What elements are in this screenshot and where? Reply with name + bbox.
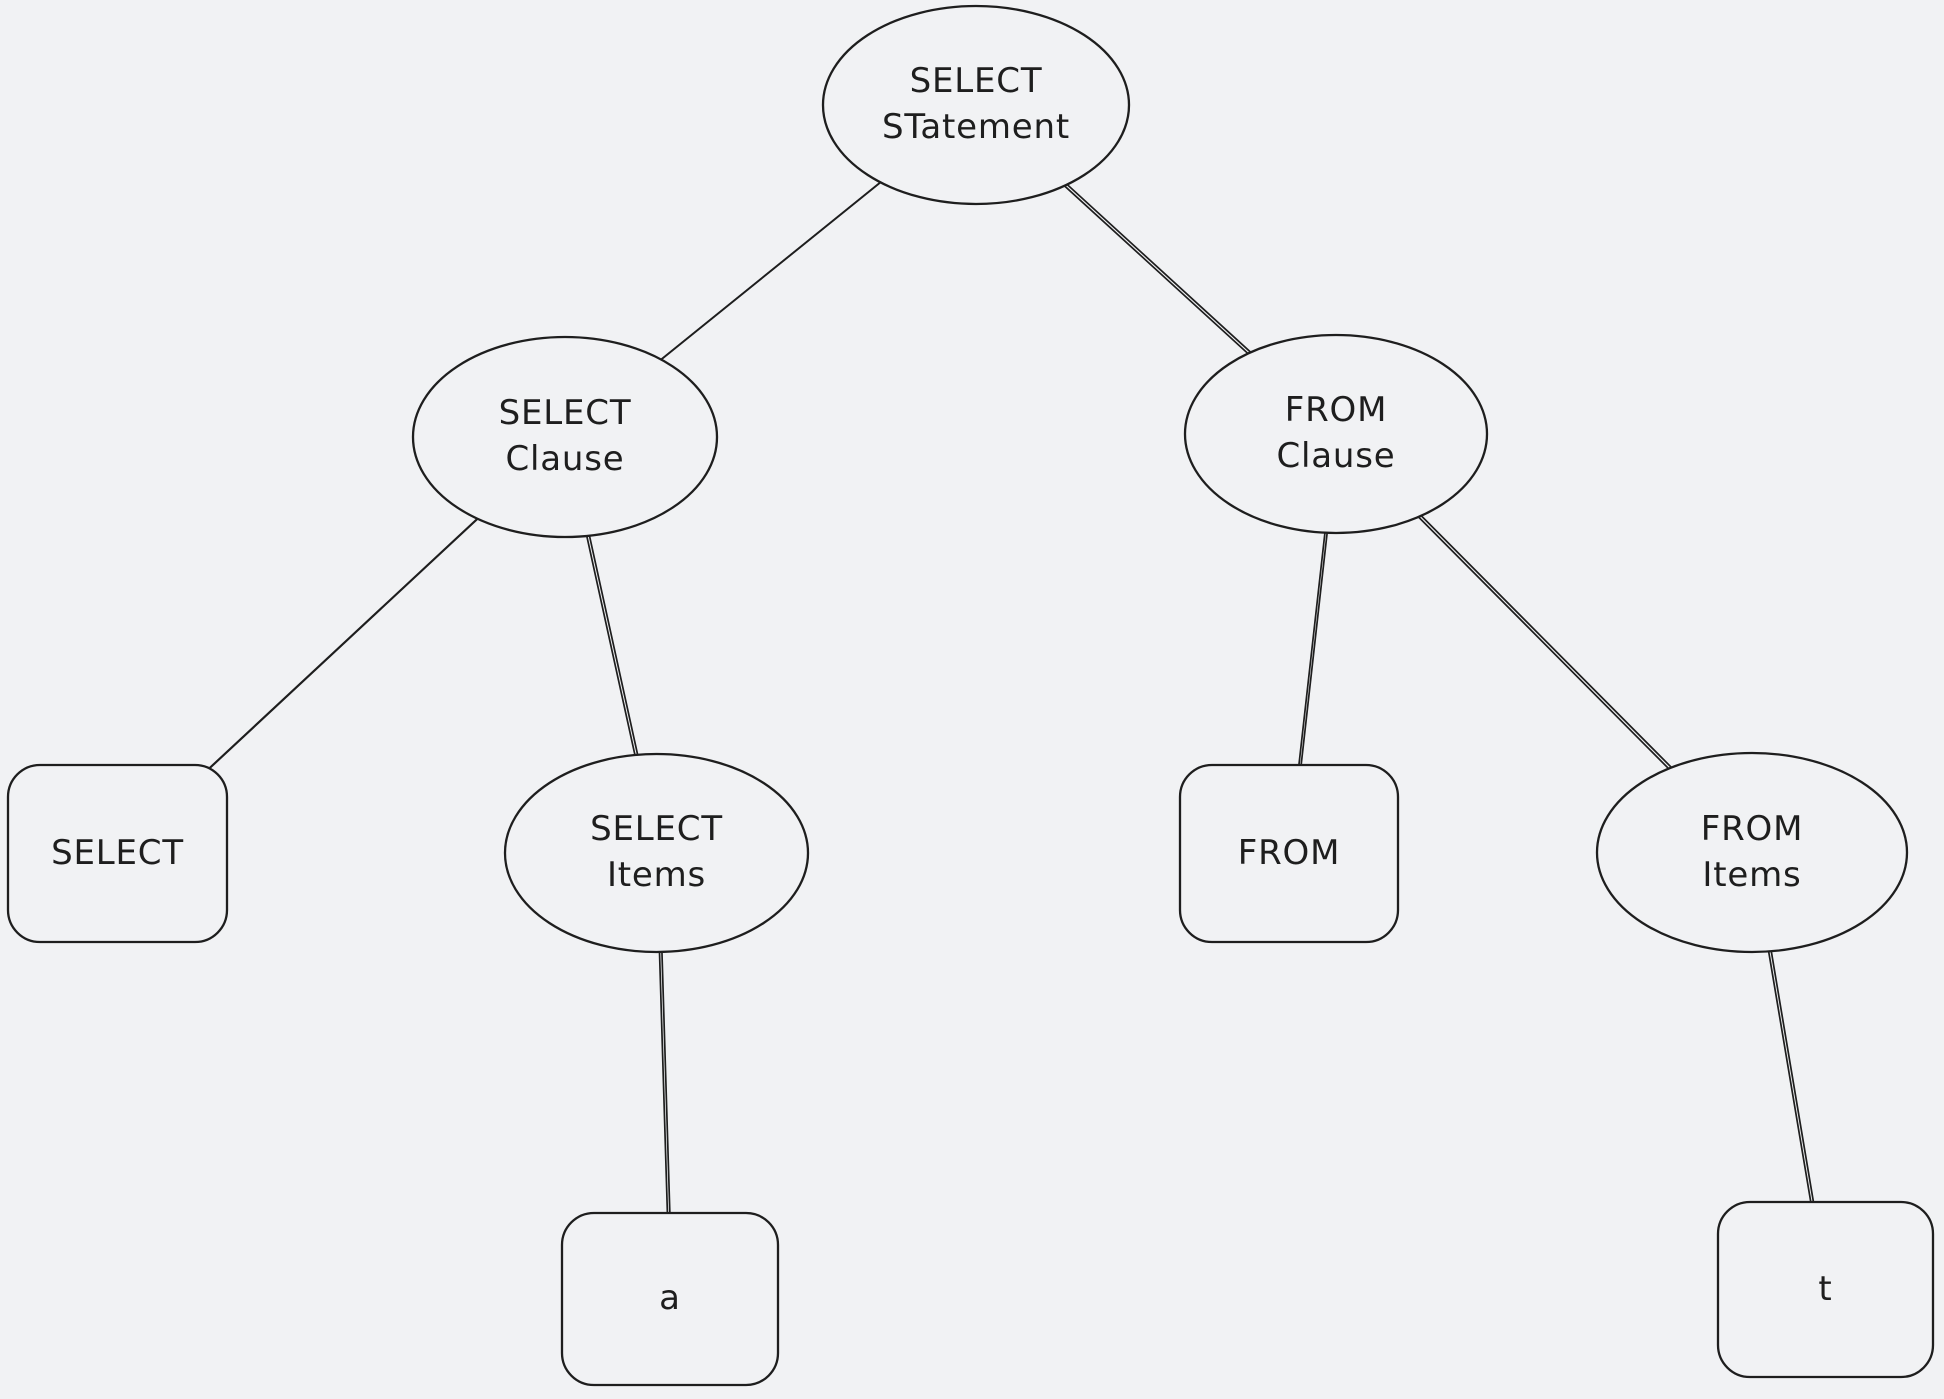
shape-from-keyword [1178, 763, 1400, 944]
node-select-statement: SELECT STatement [882, 61, 1070, 147]
node-column-a: a [659, 1278, 681, 1319]
node-from-clause: FROM Clause [1276, 390, 1396, 476]
node-from-keyword: FROM [1237, 832, 1341, 873]
shape-column-a [560, 1211, 780, 1387]
node-from-items: FROM Items [1700, 808, 1804, 895]
shape-select-items [503, 752, 810, 954]
shape-select-clause [411, 335, 719, 539]
shapes-layer [6, 4, 1935, 1387]
node-select-keyword: SELECT [51, 832, 184, 873]
node-table-t: t [1818, 1268, 1833, 1309]
shape-select-keyword [6, 763, 229, 944]
node-select-items: SELECT Items [590, 809, 723, 895]
shape-select-statement [821, 4, 1131, 206]
shape-table-t [1716, 1200, 1935, 1379]
shape-from-clause [1183, 333, 1489, 535]
edges-layer [116, 102, 1829, 1300]
shape-from-items [1595, 751, 1909, 954]
node-select-clause: SELECT Clause [498, 393, 632, 479]
